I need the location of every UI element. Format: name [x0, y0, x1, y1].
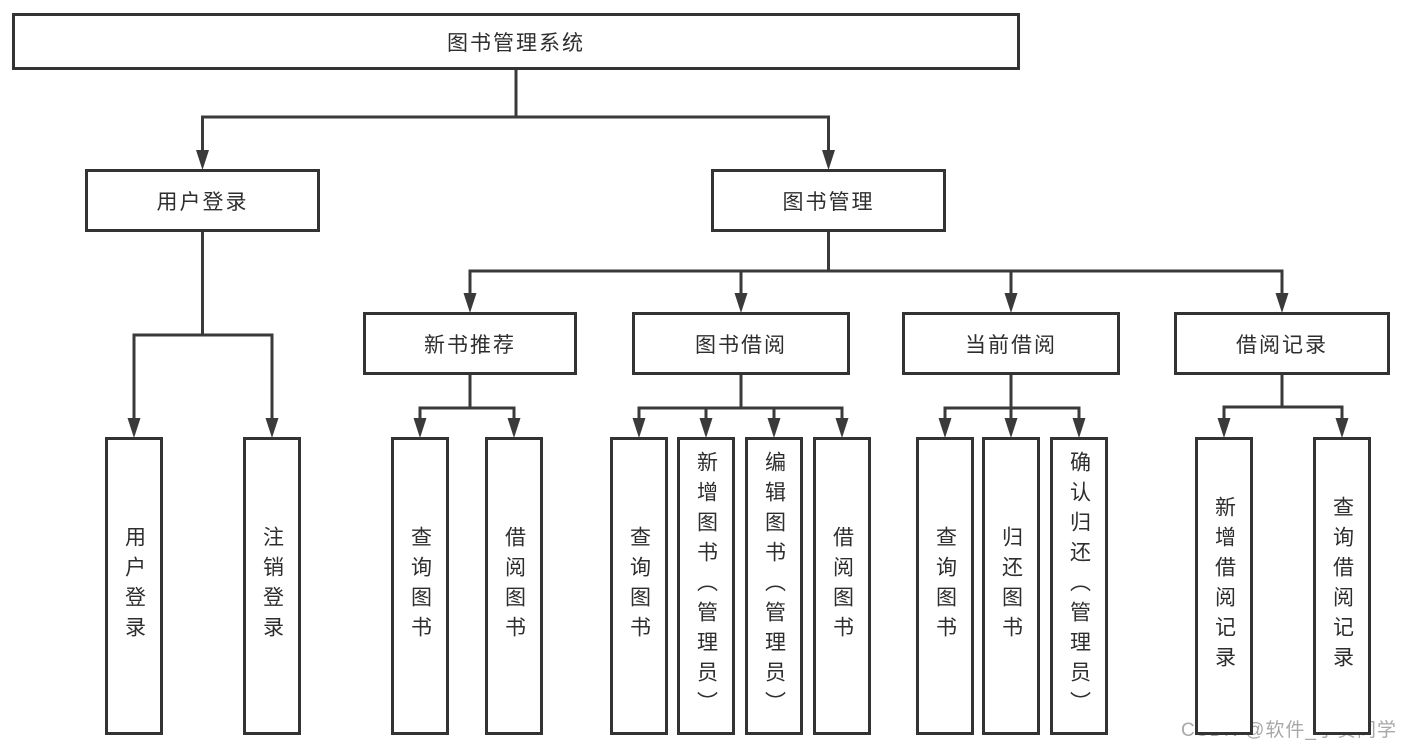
node-book-mgmt: 图书管理 — [711, 169, 946, 232]
node-leaf-query-book-1: 查询图书 — [391, 437, 449, 735]
node-leaf-logout: 注销登录 — [243, 437, 301, 735]
node-new-book-rec: 新书推荐 — [363, 312, 577, 375]
node-leaf-borrow-book-1: 借阅图书 — [485, 437, 543, 735]
node-current-borrow: 当前借阅 — [902, 312, 1120, 375]
node-book-borrow: 图书借阅 — [632, 312, 850, 375]
node-user-login: 用户登录 — [85, 169, 320, 232]
node-leaf-return-book: 归还图书 — [982, 437, 1040, 735]
node-leaf-query-book-3: 查询图书 — [916, 437, 974, 735]
node-leaf-query-record: 查询借阅记录 — [1313, 437, 1371, 735]
node-leaf-borrow-book-2: 借阅图书 — [813, 437, 871, 735]
node-leaf-user-login: 用户登录 — [105, 437, 163, 735]
node-leaf-add-book: 新增图书（管理员） — [677, 437, 735, 735]
node-borrow-records: 借阅记录 — [1174, 312, 1390, 375]
node-leaf-query-book-2: 查询图书 — [610, 437, 668, 735]
node-leaf-edit-book: 编辑图书（管理员） — [745, 437, 803, 735]
node-leaf-add-record: 新增借阅记录 — [1195, 437, 1253, 735]
node-leaf-confirm-return: 确认归还（管理员） — [1050, 437, 1108, 735]
node-root: 图书管理系统 — [12, 13, 1020, 70]
